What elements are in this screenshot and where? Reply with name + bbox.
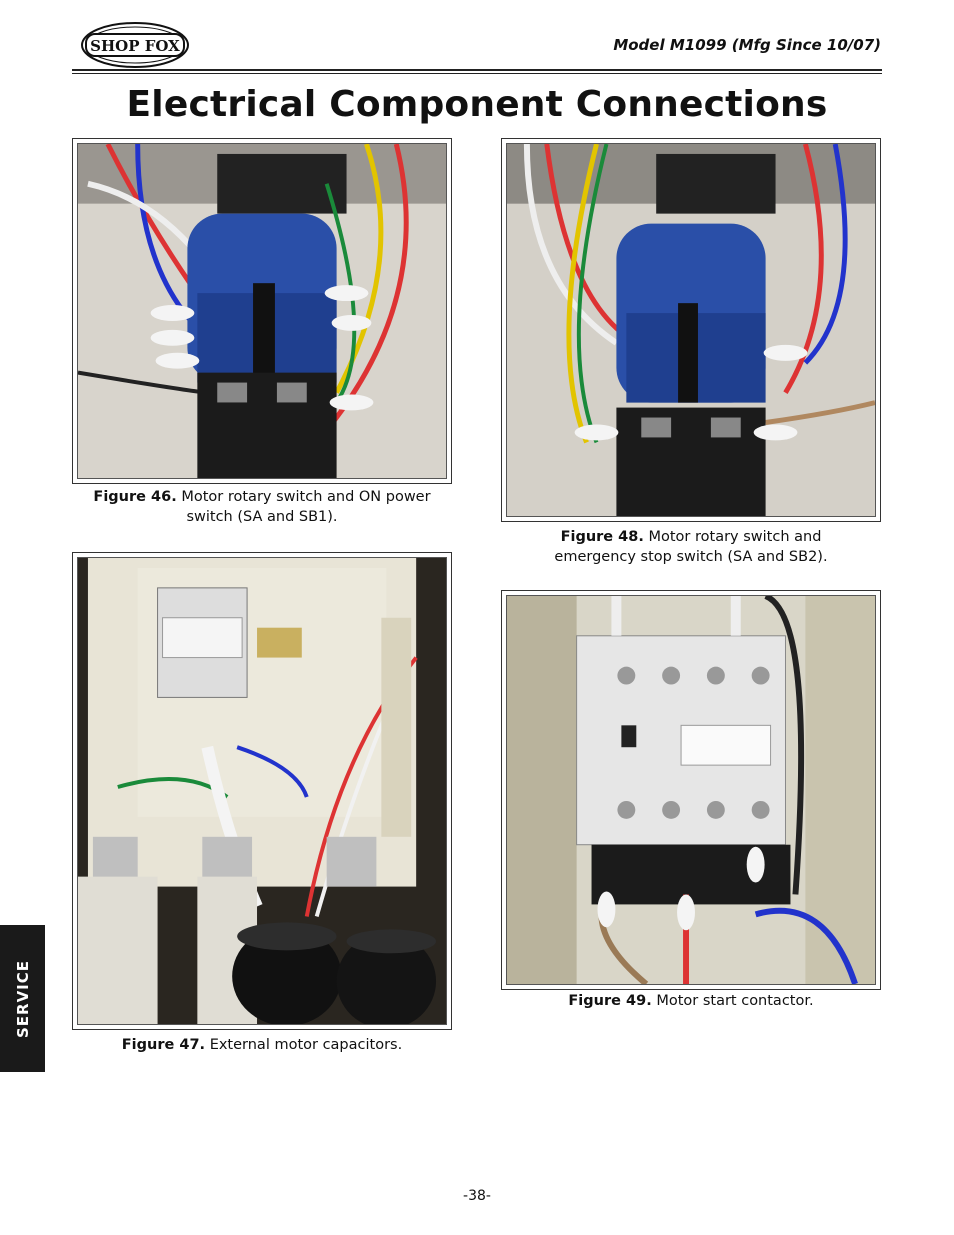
figure-49-caption: Figure 49. Motor start contactor. bbox=[501, 991, 881, 1011]
section-tab-label: SERVICE bbox=[13, 959, 32, 1038]
figure-48-caption-line1: Motor rotary switch and bbox=[648, 529, 822, 545]
figure-47-label: Figure 47. bbox=[121, 1037, 206, 1053]
shop-fox-logo: SHOP FOX bbox=[80, 20, 190, 70]
figure-46-caption-line1: Motor rotary switch and ON power bbox=[181, 489, 431, 505]
page-number: -38- bbox=[463, 1188, 491, 1204]
figure-47-caption: Figure 47. External motor capacitors. bbox=[72, 1035, 452, 1055]
figure-47-caption-line1: External motor capacitors. bbox=[209, 1037, 403, 1053]
figure-48-label: Figure 48. bbox=[560, 529, 644, 545]
figure-46-label: Figure 46. bbox=[93, 489, 177, 505]
header-rule bbox=[72, 69, 882, 71]
figure-49-photo bbox=[501, 590, 881, 990]
model-number: Model M1099 (Mfg Since 10/07) bbox=[613, 36, 881, 54]
figure-49-caption-line1: Motor start contactor. bbox=[656, 993, 814, 1009]
header-rule-thin bbox=[72, 73, 882, 74]
logo-text: SHOP FOX bbox=[90, 37, 180, 55]
figure-48-photo bbox=[501, 138, 881, 522]
figure-46-caption-line2: switch (SA and SB1). bbox=[186, 509, 338, 525]
page-title: Electrical Component Connections bbox=[126, 84, 828, 125]
figure-46-caption: Figure 46. Motor rotary switch and ON po… bbox=[72, 487, 452, 527]
figure-48-caption: Figure 48. Motor rotary switch and emerg… bbox=[501, 527, 881, 567]
section-tab: SERVICE bbox=[0, 925, 45, 1072]
figure-47-photo bbox=[72, 552, 452, 1030]
figure-49-label: Figure 49. bbox=[568, 993, 652, 1009]
figure-46-photo bbox=[72, 138, 452, 484]
figure-48-caption-line2: emergency stop switch (SA and SB2). bbox=[554, 549, 828, 565]
